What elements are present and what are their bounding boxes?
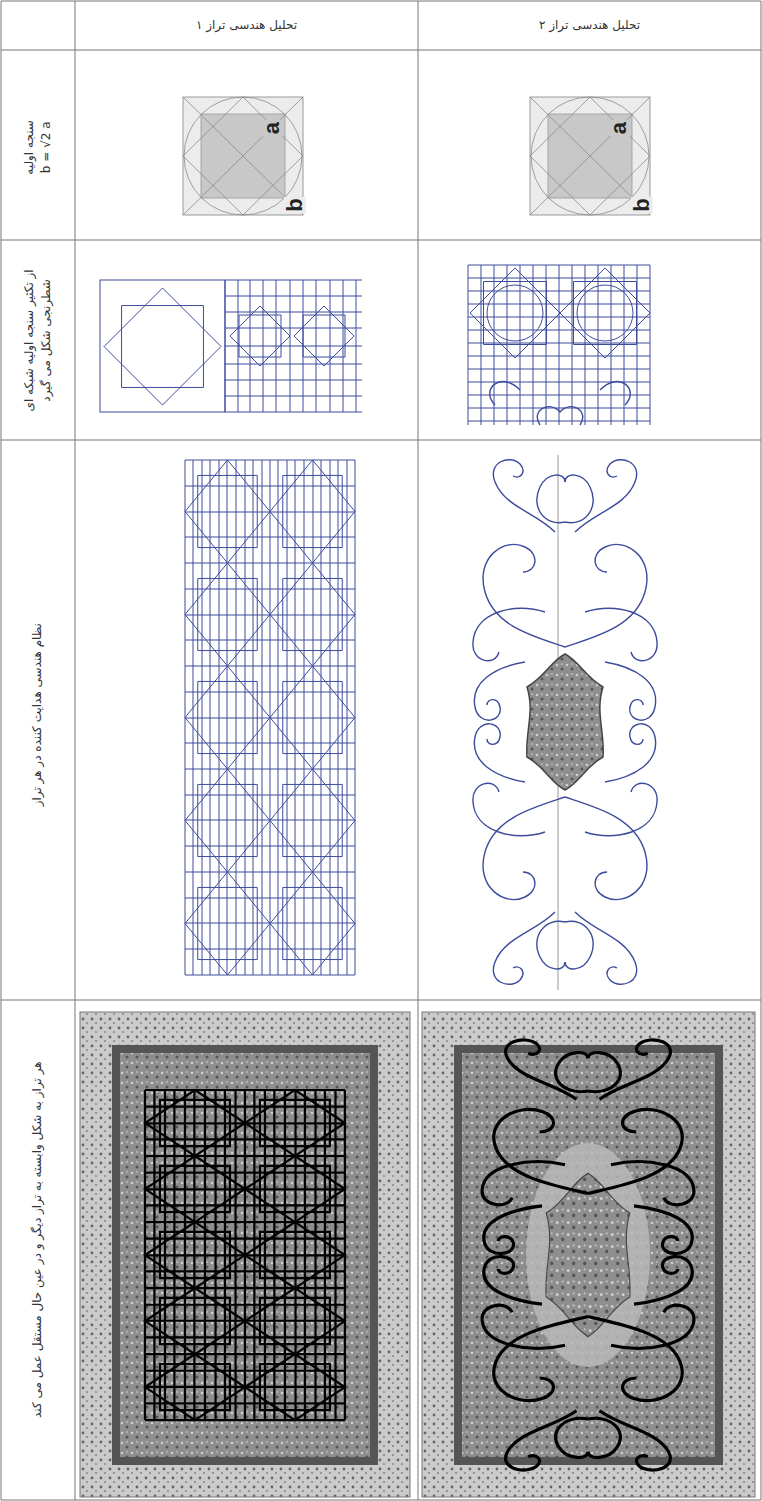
grid-drawing bbox=[468, 265, 650, 425]
header-cell: تحلیل هندسی تراز ۲ bbox=[419, 2, 760, 49]
cell-text: تحلیل هندسی تراز ۲ bbox=[539, 17, 640, 34]
cell-text: تحلیل هندسی تراز ۱ bbox=[196, 17, 297, 34]
cell-text: از تکثیر سنجه اولیه شبکه ای شطرنجی شکل م… bbox=[21, 250, 56, 430]
measure-letter: a bbox=[261, 120, 283, 136]
header-cell: تحلیل هندسی تراز ۱ bbox=[76, 2, 417, 49]
row-label-cell: نظام هندسی هدایت کننده در هر تراز bbox=[29, 515, 46, 915]
cell-text: هر تراز به شکل وابسته به تراز دیگر و در … bbox=[29, 1010, 46, 1470]
guiding-curls bbox=[473, 455, 657, 990]
grid-drawing bbox=[100, 280, 362, 412]
measure-letter: b bbox=[284, 196, 306, 213]
measure-letter: b bbox=[631, 196, 653, 213]
row-label-cell: سنجه اولیهb = √2 a bbox=[21, 62, 56, 232]
guiding-grid bbox=[185, 460, 355, 975]
row-label-cell: از تکثیر سنجه اولیه شبکه ای شطرنجی شکل م… bbox=[21, 250, 56, 430]
carpet-image bbox=[422, 1012, 755, 1497]
cell-text: b = √2 a bbox=[38, 62, 55, 232]
measure-letter: a bbox=[608, 120, 630, 136]
cell-text: نظام هندسی هدایت کننده در هر تراز bbox=[29, 515, 46, 915]
cell-text: سنجه اولیه bbox=[21, 62, 38, 232]
carpet-image bbox=[80, 1012, 410, 1497]
row-label-cell: هر تراز به شکل وابسته به تراز دیگر و در … bbox=[29, 1010, 46, 1470]
